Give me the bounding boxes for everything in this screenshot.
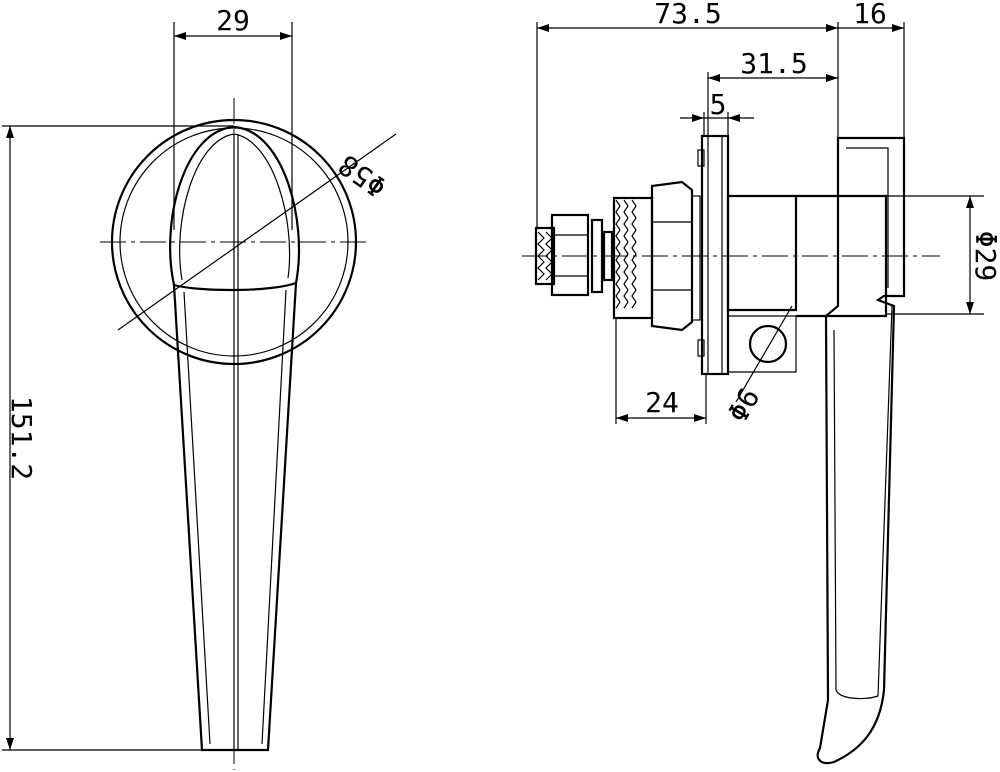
lock-body bbox=[726, 194, 888, 403]
dim-29-arrow-right bbox=[280, 32, 292, 40]
handle-lever bbox=[172, 282, 298, 752]
dim-29-label: 29 bbox=[216, 4, 250, 37]
dim-5-arrow-right bbox=[728, 114, 740, 122]
washer-1 bbox=[590, 218, 604, 294]
handle-head-inner bbox=[179, 133, 291, 281]
dim-phi29-arrow-bottom bbox=[966, 302, 974, 314]
dim-31-arrow-left bbox=[708, 74, 720, 82]
dim-31-arrow-right bbox=[826, 74, 838, 82]
end-nut bbox=[534, 213, 590, 297]
dim-5-label: 5 bbox=[710, 88, 727, 121]
threaded-bushing bbox=[612, 196, 654, 320]
dim-73-arrow-right bbox=[826, 24, 838, 32]
pin-hole bbox=[748, 324, 788, 364]
dim-16-label: 16 bbox=[853, 0, 887, 30]
dim-24-arrow-right bbox=[694, 414, 706, 422]
dim-16-arrow-right bbox=[892, 24, 904, 32]
dim-5-arrow-left bbox=[692, 114, 704, 122]
dim-phi6-label: Φ6 bbox=[721, 382, 766, 428]
handle-side bbox=[816, 136, 906, 765]
dim-151-arrow-bottom bbox=[6, 738, 14, 750]
mounting-plate bbox=[697, 134, 730, 376]
washer-2 bbox=[602, 230, 614, 282]
dim-24-label: 24 bbox=[645, 386, 679, 419]
dim-151-label: 151.2 bbox=[5, 396, 38, 480]
hex-nut bbox=[650, 180, 701, 332]
dim-phi58-label: Φ58 bbox=[332, 148, 392, 204]
front-view: 29 Φ58 151.2 bbox=[2, 4, 397, 770]
dim-phi58-line bbox=[117, 133, 397, 331]
dim-phi29-label: Φ29 bbox=[969, 231, 1000, 282]
dim-73-arrow-left bbox=[537, 24, 549, 32]
handle-lever-inner bbox=[183, 289, 287, 745]
dim-31-label: 31.5 bbox=[740, 47, 807, 80]
dim-24-arrow-left bbox=[616, 414, 628, 422]
side-view: 73.5 16 31.5 5 Φ29 24 Φ6 bbox=[522, 0, 1000, 765]
dim-73-label: 73.5 bbox=[654, 0, 721, 30]
dim-29-arrow-left bbox=[174, 32, 186, 40]
dim-phi29-arrow-top bbox=[966, 196, 974, 208]
handle-head bbox=[169, 125, 300, 292]
dim-151-arrow-top bbox=[6, 126, 14, 138]
